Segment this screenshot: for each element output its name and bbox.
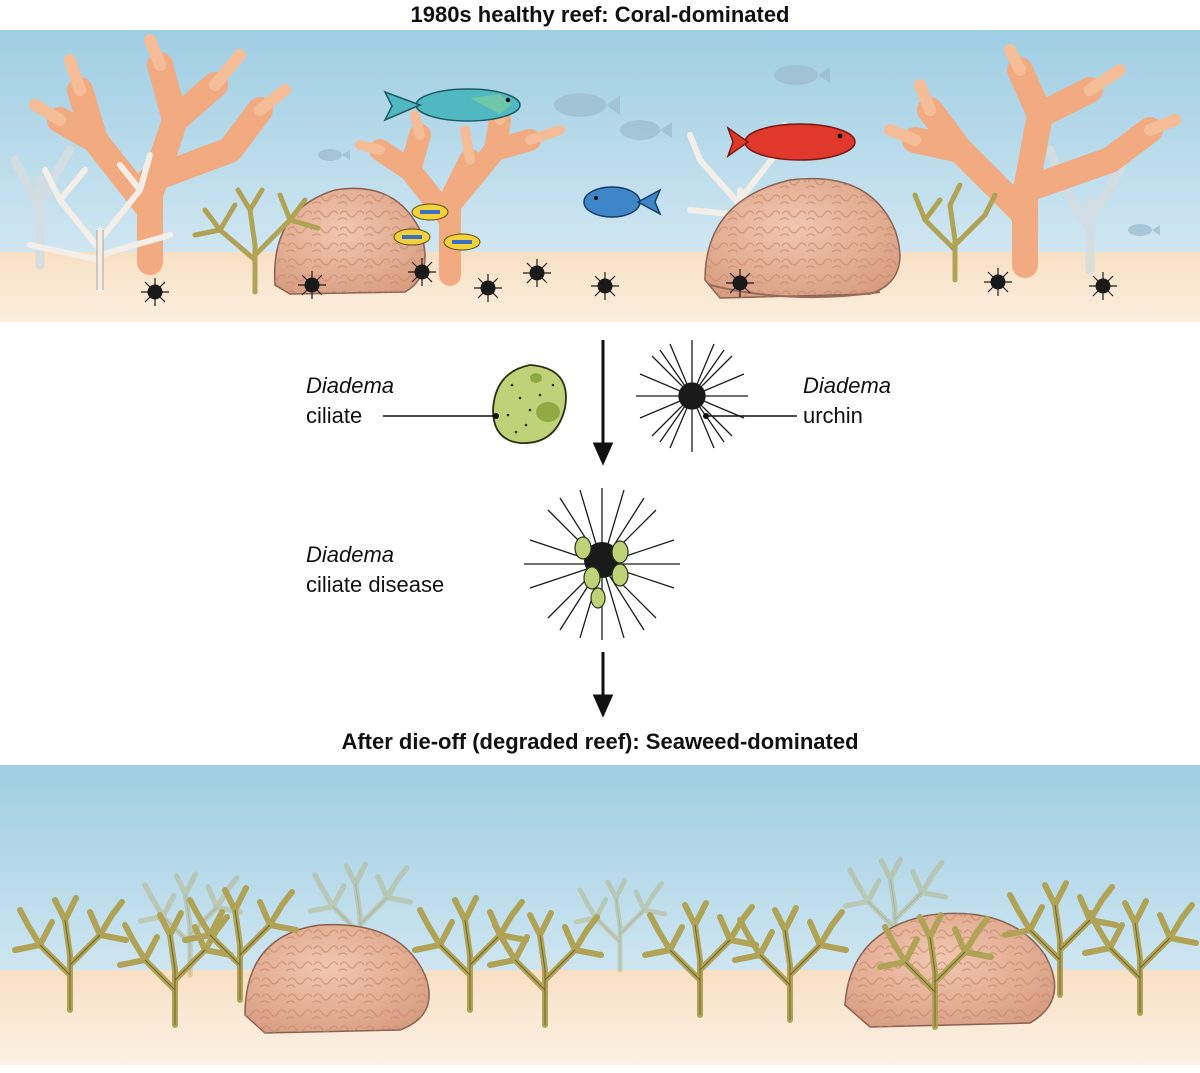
label-genus: Diadema xyxy=(803,373,892,398)
sea-urchin-icon xyxy=(636,340,748,452)
yellow-fish-school xyxy=(393,203,481,251)
ciliate-cell-icon xyxy=(492,364,567,444)
urchin xyxy=(298,271,326,299)
seaweed-top-right xyxy=(912,182,998,283)
parrotfish xyxy=(383,88,521,122)
healthy-reef-scene xyxy=(0,30,1200,322)
background-coral-silhouettes xyxy=(10,135,1135,275)
brain-coral-rock-right xyxy=(704,177,901,299)
urchin xyxy=(984,268,1012,296)
branching-coral-right xyxy=(884,44,1181,278)
infected-urchin-icon xyxy=(524,488,680,640)
label-diadema-ciliate-disease: Diadema ciliate disease xyxy=(306,540,444,600)
label-genus: Diadema xyxy=(306,542,395,567)
urchin xyxy=(408,258,436,286)
white-coral-left xyxy=(27,152,173,293)
arrow-down-1 xyxy=(592,340,614,466)
urchin xyxy=(591,272,619,300)
white-coral-left-outline xyxy=(96,230,104,290)
urchin xyxy=(474,274,502,302)
sea-urchins-top xyxy=(141,258,1117,306)
urchin xyxy=(523,259,551,287)
degraded-reef-scene xyxy=(0,765,1200,1065)
label-diadema-urchin: Diadema urchin xyxy=(803,371,891,431)
arrow-down-2 xyxy=(592,652,614,718)
label-name: ciliate disease xyxy=(306,572,445,597)
grouper xyxy=(726,123,856,161)
brain-coral-rock-bottom-left xyxy=(244,923,430,1034)
seaweed-top-left xyxy=(192,187,321,295)
urchin xyxy=(141,278,169,306)
blue-tang xyxy=(583,186,662,218)
title-degraded-reef: After die-off (degraded reef): Seaweed-d… xyxy=(341,729,859,754)
label-genus: Diadema xyxy=(306,373,395,398)
title-healthy-reef: 1980s healthy reef: Coral-dominated xyxy=(410,2,790,27)
label-name: ciliate xyxy=(306,403,363,428)
background-fish-silhouettes xyxy=(318,65,1160,236)
urchin xyxy=(726,269,754,297)
branching-coral-left xyxy=(29,34,291,275)
urchin xyxy=(1089,272,1117,300)
label-diadema-ciliate: Diadema ciliate xyxy=(306,371,394,431)
label-name: urchin xyxy=(803,403,863,428)
